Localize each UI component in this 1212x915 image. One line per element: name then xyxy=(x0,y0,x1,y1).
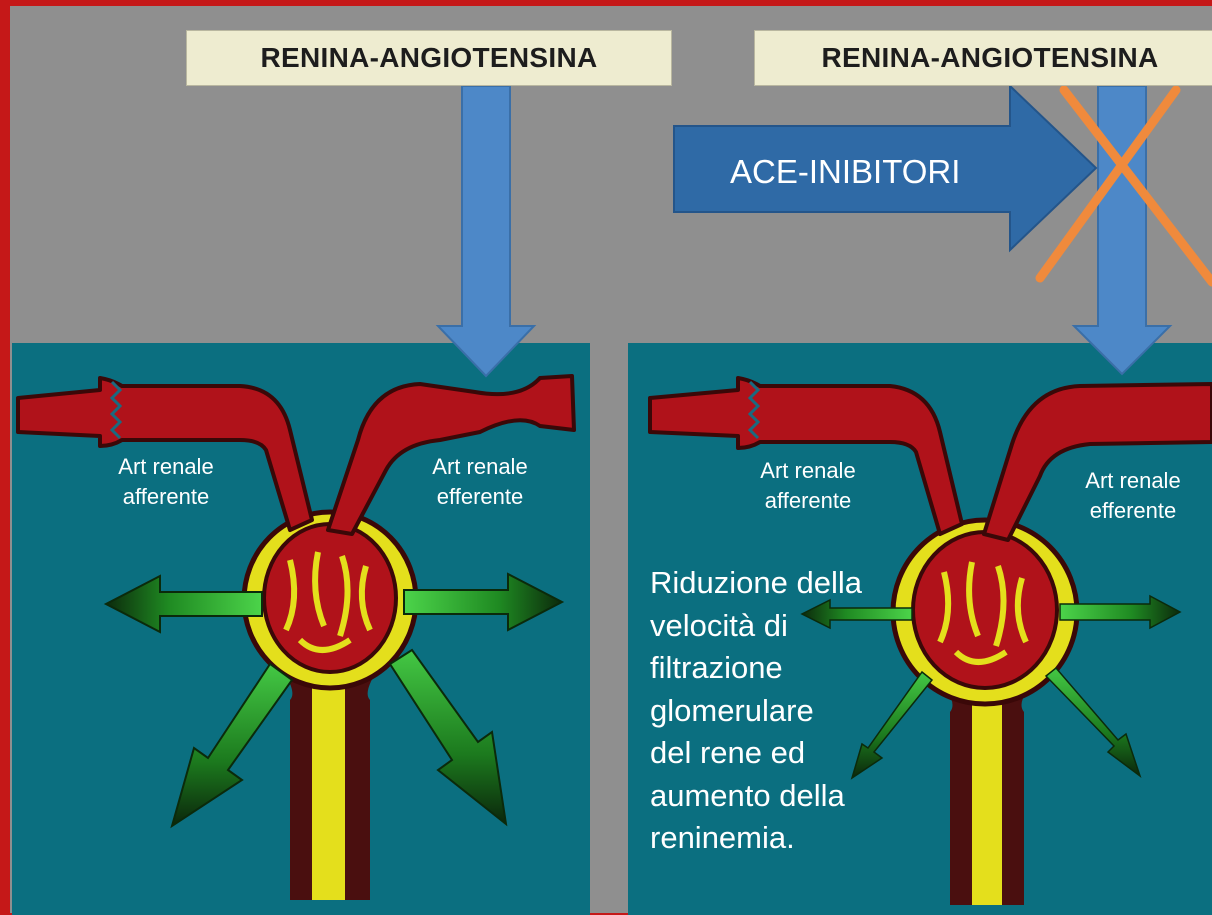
right-angiotensin-arrow xyxy=(1074,86,1170,374)
left-afferent-label: Art renale afferente xyxy=(86,452,246,512)
left-angiotensin-arrow xyxy=(438,86,534,376)
effect-description: Riduzione della velocità di filtrazione … xyxy=(650,562,910,860)
right-afferent-label: Art renale afferente xyxy=(728,456,888,516)
left-title-box: RENINA-ANGIOTENSINA xyxy=(186,30,672,86)
right-title: RENINA-ANGIOTENSINA xyxy=(821,42,1158,73)
ace-inhibitor-label: ACE-INIBITORI xyxy=(730,152,960,192)
left-title: RENINA-ANGIOTENSINA xyxy=(260,42,597,73)
right-efferent-label: Art renale efferente xyxy=(1058,466,1208,526)
right-title-box: RENINA-ANGIOTENSINA xyxy=(754,30,1212,86)
left-efferent-label: Art renale efferente xyxy=(400,452,560,512)
